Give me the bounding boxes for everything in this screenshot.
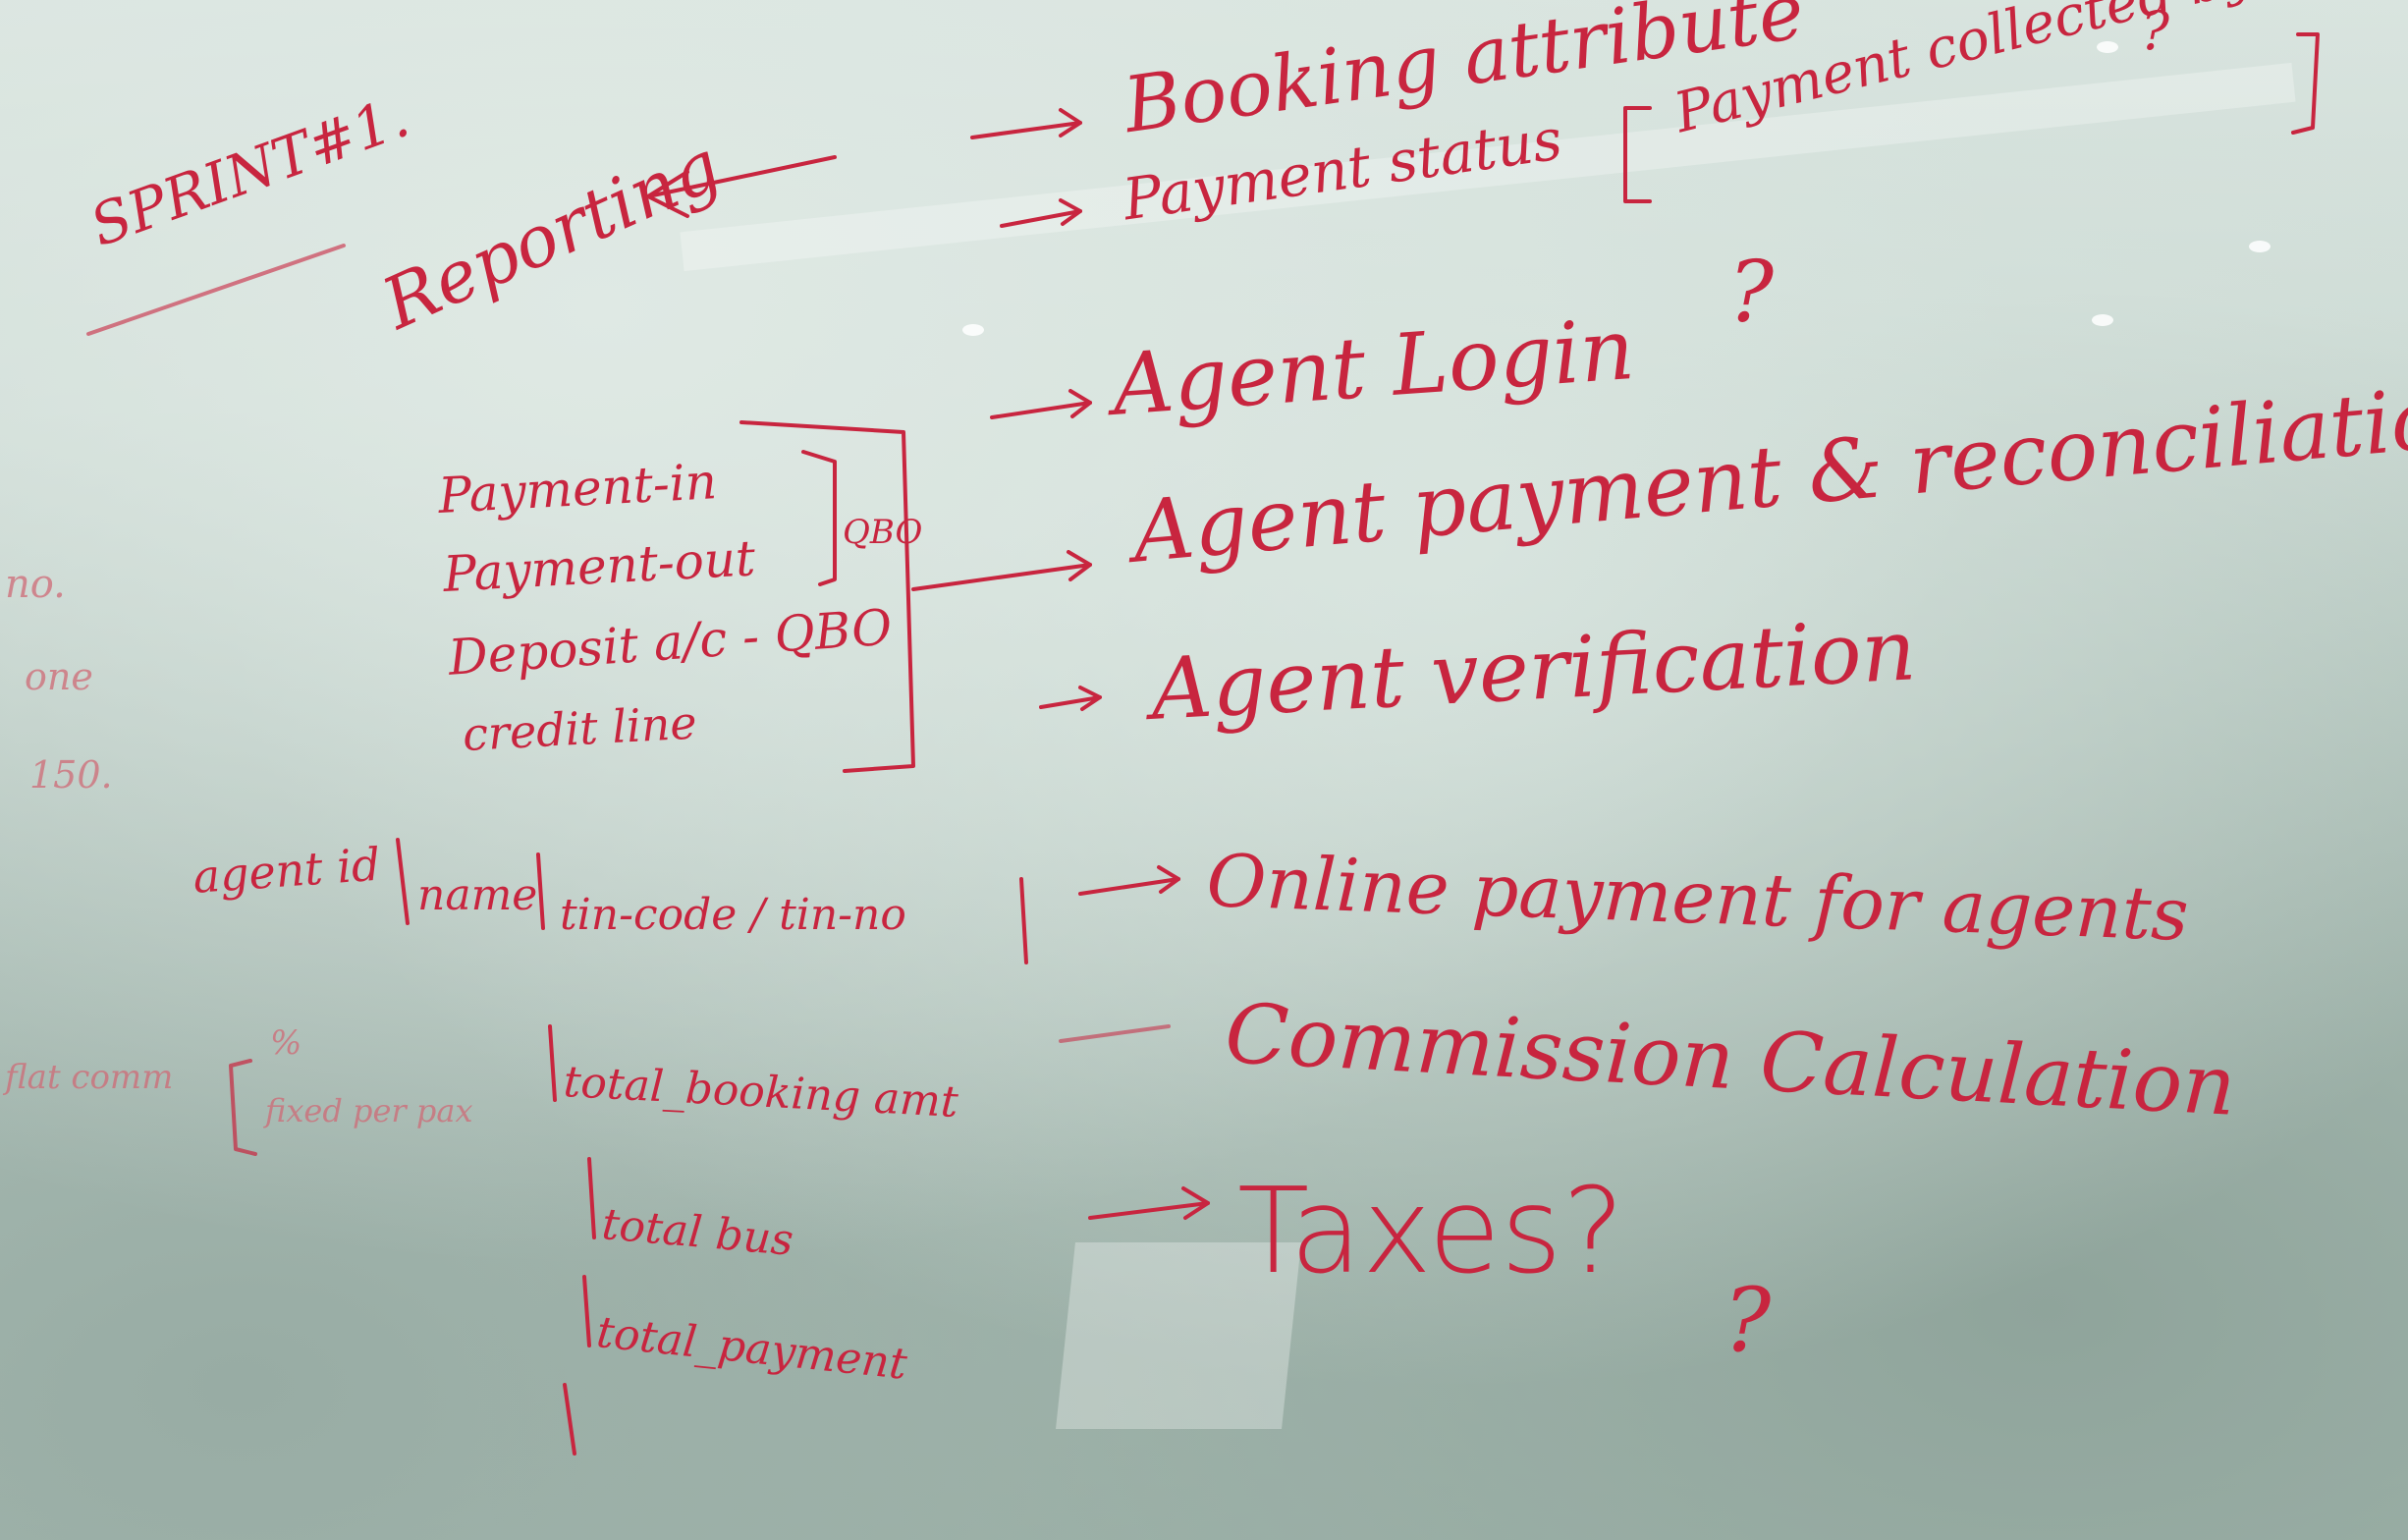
qbo-label: QBO — [843, 513, 923, 552]
edge-note-1: no. — [5, 562, 66, 607]
agent-id-column: agent id — [191, 837, 383, 904]
taxes-label: Taxes? — [1237, 1164, 1625, 1300]
question-mark-1: ? — [1728, 244, 1775, 342]
edge-note-2: one — [25, 655, 93, 698]
side-note-percent: % — [270, 1023, 302, 1063]
credit-line-label: credit line — [461, 695, 698, 761]
question-mark-2: ? — [2141, 0, 2169, 62]
side-note-flat-comm: flat comm — [5, 1058, 174, 1097]
ceiling-light-3 — [2092, 314, 2113, 326]
ceiling-light-4 — [2097, 41, 2118, 53]
question-mark-3: ? — [1724, 1269, 1772, 1372]
side-note-fixed: fixed per pax — [265, 1092, 473, 1129]
name-column: name — [417, 870, 538, 920]
payment-in-label: Payment-in — [436, 453, 719, 524]
tin-column: tin-code / tin-no — [560, 890, 906, 940]
ceiling-light-1 — [962, 324, 984, 336]
ceiling-light-2 — [2249, 241, 2271, 252]
edge-note-3: 150. — [29, 753, 113, 797]
